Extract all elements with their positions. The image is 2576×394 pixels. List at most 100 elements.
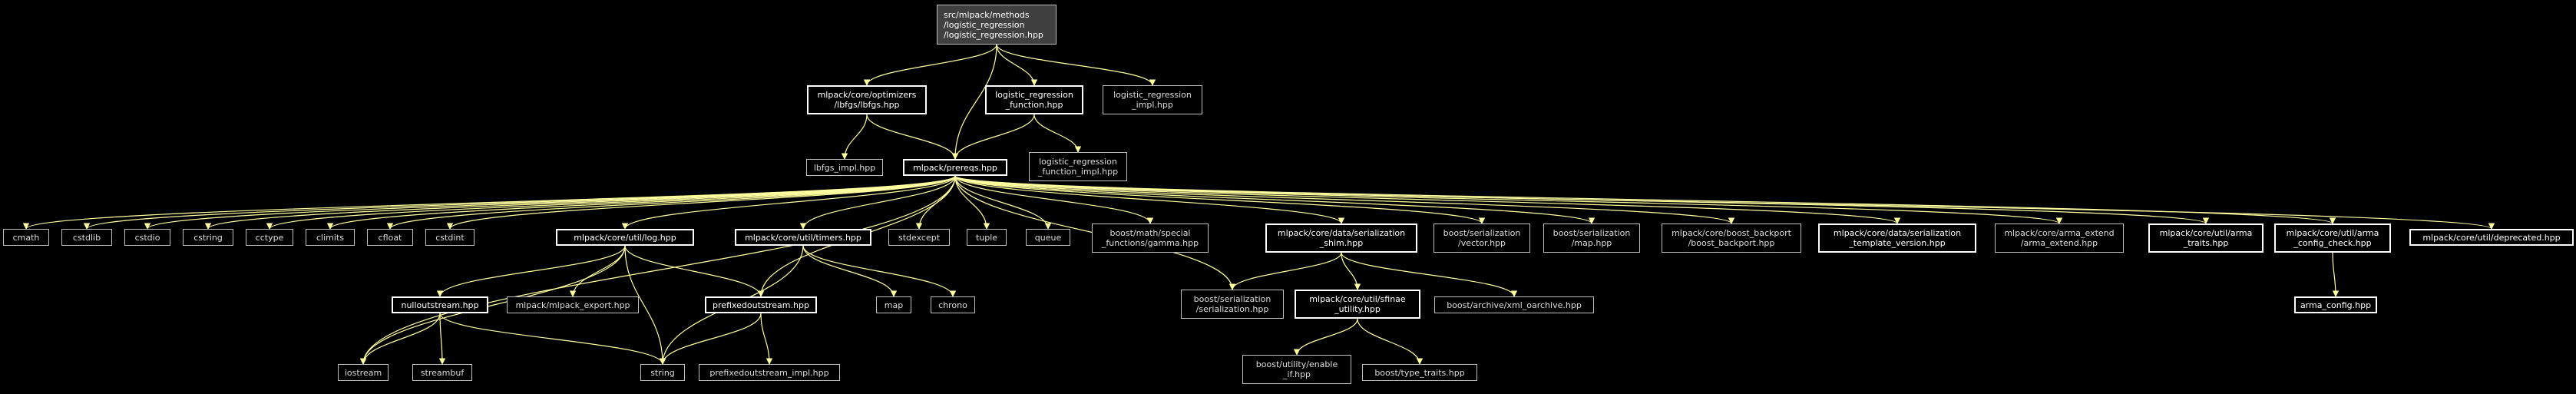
edge-root-to-lbfgs xyxy=(863,44,997,86)
edge-sershim-to-sfinae xyxy=(1341,252,1361,290)
node-typetraits[interactable]: boost/type_traits.hpp xyxy=(1362,364,1477,381)
edge-prereqs-to-climits xyxy=(326,175,956,230)
node-root[interactable]: src/mlpack/methods /logistic_regression … xyxy=(937,5,1057,45)
node-label: mlpack/core/data/serialization _template… xyxy=(1833,228,1962,248)
node-label: stdexcept xyxy=(898,232,941,243)
edge-prereqs-to-cstdlib xyxy=(84,175,956,230)
node-label: mlpack/core/util/log.hpp xyxy=(574,232,676,243)
node-label: mlpack/prereqs.hpp xyxy=(913,162,997,173)
node-xml[interactable]: boost/archive/xml_oarchive.hpp xyxy=(1434,296,1594,313)
edge-timers-to-map xyxy=(802,245,898,297)
node-armaconfig[interactable]: arma_config.hpp xyxy=(2294,296,2377,313)
node-label: mlpack/mlpack_export.hpp xyxy=(515,300,630,310)
edge-prereqs-to-cfloat xyxy=(386,175,956,230)
node-label: boost/utility/enable _if.hpp xyxy=(1255,359,1338,379)
edge-nullout-to-string xyxy=(439,313,666,365)
node-nullout[interactable]: nulloutstream.hpp xyxy=(392,296,488,313)
edge-lrfunc-to-lrfuncimpl xyxy=(1033,114,1082,153)
node-lrfunc[interactable]: logistic_regression _function.hpp xyxy=(985,85,1083,114)
node-label: boost/type_traits.hpp xyxy=(1374,367,1465,378)
edge-armacheck-to-armaconfig xyxy=(2332,252,2340,297)
node-label: mlpack/core/util/sfinae _utility.hpp xyxy=(1309,294,1406,314)
node-cstdio[interactable]: cstdio xyxy=(124,229,170,246)
edge-prereqs-to-cstring xyxy=(205,175,956,230)
node-string[interactable]: string xyxy=(640,364,685,381)
node-label: lbfgs_impl.hpp xyxy=(813,162,876,173)
edge-prereqs-to-cctype xyxy=(266,175,956,230)
node-label: cstdio xyxy=(134,232,160,243)
node-label: cfloat xyxy=(378,232,402,243)
node-lbfgs[interactable]: mlpack/core/optimizers /lbfgs/lbfgs.hpp xyxy=(807,85,927,114)
node-export[interactable]: mlpack/mlpack_export.hpp xyxy=(507,296,639,313)
edge-prereqs-to-iostream xyxy=(359,175,956,365)
edge-prereqs-to-map_hpp xyxy=(954,175,1595,224)
edge-prereqs-to-vector xyxy=(954,175,1486,224)
edge-lrfunc-to-prereqs xyxy=(951,114,1035,160)
node-label: map xyxy=(884,300,904,310)
node-enableif[interactable]: boost/utility/enable _if.hpp xyxy=(1242,355,1351,384)
node-timers[interactable]: mlpack/core/util/timers.hpp xyxy=(735,229,871,246)
node-streambuf[interactable]: streambuf xyxy=(412,364,472,381)
node-tuple[interactable]: tuple xyxy=(967,229,1007,246)
node-label: mlpack/core/arma_extend /arma_extend.hpp xyxy=(2004,228,2115,248)
edge-sfinae-to-typetraits xyxy=(1357,318,1424,365)
edge-prereqs-to-sershim xyxy=(954,175,1345,224)
node-label: arma_config.hpp xyxy=(2300,300,2372,310)
node-armatraits[interactable]: mlpack/core/util/arma _traits.hpp xyxy=(2148,223,2264,253)
node-map[interactable]: map xyxy=(876,296,911,313)
node-prefixedimpl[interactable]: prefixedoutstream_impl.hpp xyxy=(699,364,840,381)
node-label: logistic_regression _function_impl.hpp xyxy=(1037,157,1119,177)
edge-prefixed-to-prefixedimpl xyxy=(760,313,773,365)
node-log[interactable]: mlpack/core/util/log.hpp xyxy=(556,229,694,246)
edge-sershim-to-xml xyxy=(1341,252,1518,297)
node-lrimpl[interactable]: logistic_regression _impl.hpp xyxy=(1103,85,1202,114)
node-lbfgsimpl[interactable]: lbfgs_impl.hpp xyxy=(806,159,883,176)
node-prefixed[interactable]: prefixedoutstream.hpp xyxy=(705,296,817,313)
node-sertmpl[interactable]: mlpack/core/data/serialization _template… xyxy=(1818,223,1976,253)
node-label: chrono xyxy=(938,300,967,310)
node-label: mlpack/core/optimizers /lbfgs/lbfgs.hpp xyxy=(817,90,917,110)
node-cstdlib[interactable]: cstdlib xyxy=(61,229,112,246)
node-lrfuncimpl[interactable]: logistic_regression _function_impl.hpp xyxy=(1029,152,1127,181)
node-sfinae[interactable]: mlpack/core/util/sfinae _utility.hpp xyxy=(1295,290,1420,319)
edge-timers-to-chrono xyxy=(802,245,957,297)
node-deprecated[interactable]: mlpack/core/util/deprecated.hpp xyxy=(2409,229,2574,246)
node-label: boost/serialization /serialization.hpp xyxy=(1193,294,1271,314)
node-label: logistic_regression _function.hpp xyxy=(995,90,1073,110)
node-label: prefixedoutstream.hpp xyxy=(713,300,809,310)
node-queue[interactable]: queue xyxy=(1026,229,1070,246)
node-chrono[interactable]: chrono xyxy=(931,296,975,313)
edge-prereqs-to-sertmpl xyxy=(954,175,1900,224)
node-stdexcept[interactable]: stdexcept xyxy=(888,229,950,246)
node-sershim[interactable]: mlpack/core/data/serialization _shim.hpp xyxy=(1265,223,1417,253)
node-iostream[interactable]: iostream xyxy=(338,364,389,381)
node-label: climits xyxy=(316,232,344,243)
node-armacheck[interactable]: mlpack/core/util/arma _config_check.hpp xyxy=(2274,223,2391,253)
node-armaext[interactable]: mlpack/core/arma_extend /arma_extend.hpp xyxy=(1995,223,2124,253)
node-vector[interactable]: boost/serialization /vector.hpp xyxy=(1433,223,1530,253)
edge-nullout-to-iostream xyxy=(359,313,441,365)
node-backport[interactable]: mlpack/core/boost_backport /boost_backpo… xyxy=(1662,223,1801,253)
edge-sershim-to-serialization xyxy=(1228,252,1342,290)
node-label: boost/serialization /vector.hpp xyxy=(1443,228,1521,248)
node-climits[interactable]: climits xyxy=(306,229,355,246)
edge-prereqs-to-cmath xyxy=(23,175,956,230)
node-cstring[interactable]: cstring xyxy=(183,229,233,246)
node-serialization[interactable]: boost/serialization /serialization.hpp xyxy=(1181,290,1284,319)
node-cmath[interactable]: cmath xyxy=(3,229,49,246)
node-cstdint[interactable]: cstdint xyxy=(425,229,475,246)
edge-lbfgs-to-prereqs xyxy=(866,114,959,160)
node-cfloat[interactable]: cfloat xyxy=(367,229,413,246)
node-gamma[interactable]: boost/math/special _functions/gamma.hpp xyxy=(1092,223,1209,253)
node-label: cstdint xyxy=(435,232,465,243)
node-label: src/mlpack/methods /logistic_regression … xyxy=(944,9,1043,40)
node-prereqs[interactable]: mlpack/prereqs.hpp xyxy=(903,159,1007,176)
node-map_hpp[interactable]: boost/serialization /map.hpp xyxy=(1543,223,1640,253)
node-label: logistic_regression _impl.hpp xyxy=(1113,90,1192,110)
node-cctype[interactable]: cctype xyxy=(246,229,293,246)
edge-prefixed-to-string xyxy=(659,313,762,365)
edge-prereqs-to-armacheck xyxy=(954,175,2336,224)
edge-log-to-nullout xyxy=(436,245,626,297)
node-label: tuple xyxy=(975,232,998,243)
node-label: mlpack/core/boost_backport /boost_backpo… xyxy=(1672,228,1791,248)
